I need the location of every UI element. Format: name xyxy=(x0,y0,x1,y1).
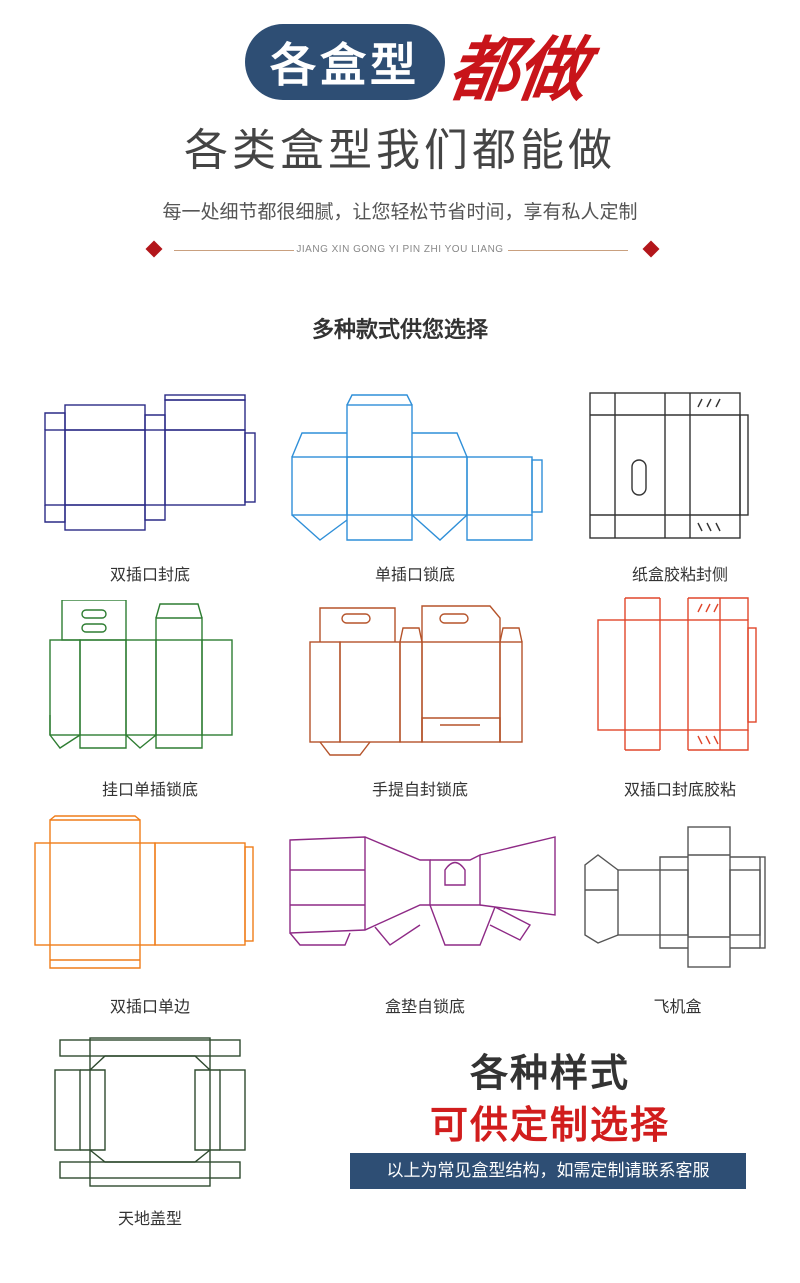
double-tuck-seal-bottom-dieline-icon xyxy=(44,394,256,531)
style-label: 盒垫自锁底 xyxy=(384,997,465,1016)
banner-pill-text: 各盒型 xyxy=(270,38,420,92)
lid-and-base-dieline-icon xyxy=(54,1037,246,1187)
style-card[interactable]: 双插口封底胶粘 xyxy=(590,590,770,800)
divider-line-left xyxy=(174,250,294,251)
style-card[interactable]: 双插口单边 xyxy=(30,815,270,1020)
banner-pill: 各盒型 xyxy=(245,24,445,100)
style-card[interactable]: 手提自封锁底 xyxy=(300,600,540,800)
contact-service-note[interactable]: 以上为常见盒型结构，如需定制请联系客服 xyxy=(350,1153,746,1189)
top-banner: 各盒型 都做 xyxy=(0,0,800,111)
decorative-divider xyxy=(140,240,660,260)
divider-line-right xyxy=(508,250,628,251)
style-label: 手提自封锁底 xyxy=(371,780,468,799)
style-label: 双插口封底胶粘 xyxy=(623,780,736,799)
style-label: 天地盖型 xyxy=(117,1209,182,1228)
style-card[interactable]: 纸盒胶粘封侧 xyxy=(580,385,780,585)
pinyin-caption: JIANG XIN GONG YI PIN ZHI YOU LIANG xyxy=(296,244,504,255)
pad-lock-bottom-dieline-icon xyxy=(289,836,556,946)
promo-headline: 各种样式 xyxy=(469,1051,630,1095)
style-card[interactable]: 单插口锁底 xyxy=(280,385,550,585)
double-tuck-glued-dieline-icon xyxy=(597,597,757,751)
glued-side-box-dieline-icon xyxy=(589,392,749,539)
style-label: 单插口锁底 xyxy=(374,565,455,584)
promo-subheadline: 可供定制选择 xyxy=(429,1103,670,1147)
page-headline: 各类盒型我们都能做 xyxy=(184,125,616,176)
style-label: 纸盒胶粘封侧 xyxy=(631,565,728,584)
handle-lock-bottom-dieline-icon xyxy=(309,605,523,756)
single-tuck-lock-bottom-dieline-icon xyxy=(291,394,543,541)
hang-tab-lock-bottom-dieline-icon xyxy=(49,600,233,749)
style-card[interactable]: 双插口封底 xyxy=(30,385,270,585)
section-title: 多种款式供您选择 xyxy=(311,318,488,343)
style-label: 挂口单插锁底 xyxy=(101,780,198,799)
style-label: 双插口单边 xyxy=(109,997,190,1016)
page-subline: 每一处细节都很细腻，让您轻松节省时间，享有私人定制 xyxy=(162,201,638,223)
banner-brush-text: 都做 xyxy=(443,28,592,111)
mailer-box-dieline-icon xyxy=(584,826,766,968)
style-card[interactable]: 飞机盒 xyxy=(580,815,775,1020)
style-label: 双插口封底 xyxy=(109,565,190,584)
style-card[interactable]: 挂口单插锁底 xyxy=(40,600,260,800)
style-card[interactable]: 天地盖型 xyxy=(50,1030,250,1230)
style-label: 飞机盒 xyxy=(653,997,702,1016)
style-card[interactable]: 盒垫自锁底 xyxy=(280,825,570,1020)
double-tuck-single-side-dieline-icon xyxy=(34,815,254,969)
